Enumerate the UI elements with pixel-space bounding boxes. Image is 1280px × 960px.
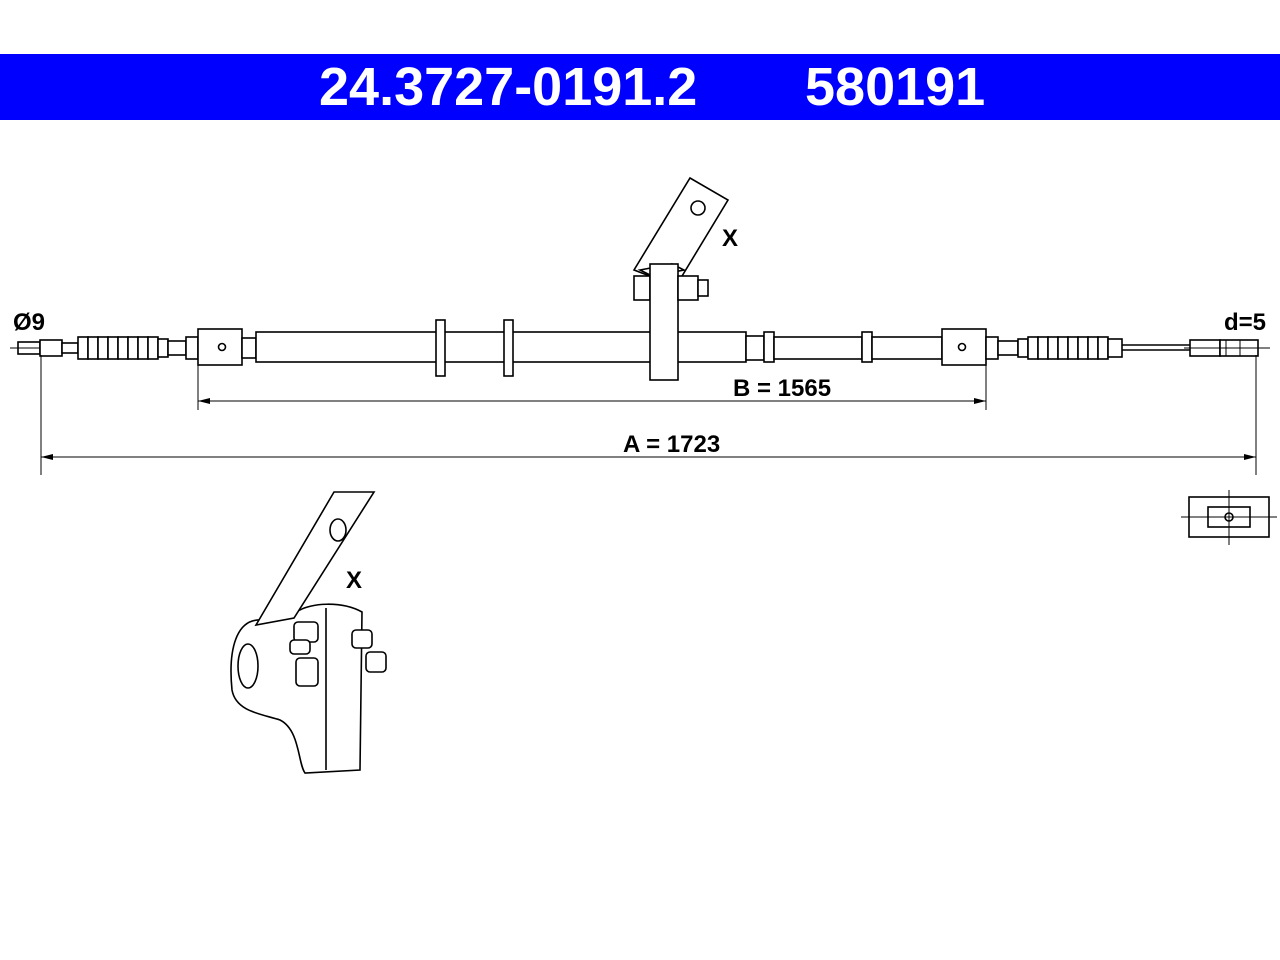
right-boot bbox=[997, 336, 1123, 360]
bracket-detail-view bbox=[230, 491, 387, 774]
end-section-view bbox=[1181, 490, 1277, 545]
end-diameter-label: d=5 bbox=[1224, 309, 1266, 336]
left-boot bbox=[61, 336, 199, 360]
bracket-mark-top: X bbox=[722, 225, 738, 252]
header-bar: 24.3727-0191.2 580191 bbox=[0, 54, 1280, 120]
part-number: 24.3727-0191.2 bbox=[319, 57, 698, 117]
right-anchor bbox=[941, 328, 999, 366]
center-bracket bbox=[632, 176, 730, 381]
reference-number: 580191 bbox=[805, 57, 986, 117]
dimension-a bbox=[40, 355, 1257, 475]
left-anchor bbox=[197, 328, 257, 366]
dimension-b-label: B = 1565 bbox=[733, 375, 831, 402]
diameter-label: Ø9 bbox=[13, 309, 45, 336]
dimension-b bbox=[197, 360, 987, 410]
inner-cable bbox=[1122, 344, 1190, 351]
bracket-mark-detail: X bbox=[346, 567, 362, 594]
dimension-a-label: A = 1723 bbox=[623, 431, 720, 458]
right-casing bbox=[745, 331, 943, 363]
left-end-nipple bbox=[10, 339, 63, 357]
right-end-fitting bbox=[1184, 339, 1270, 357]
